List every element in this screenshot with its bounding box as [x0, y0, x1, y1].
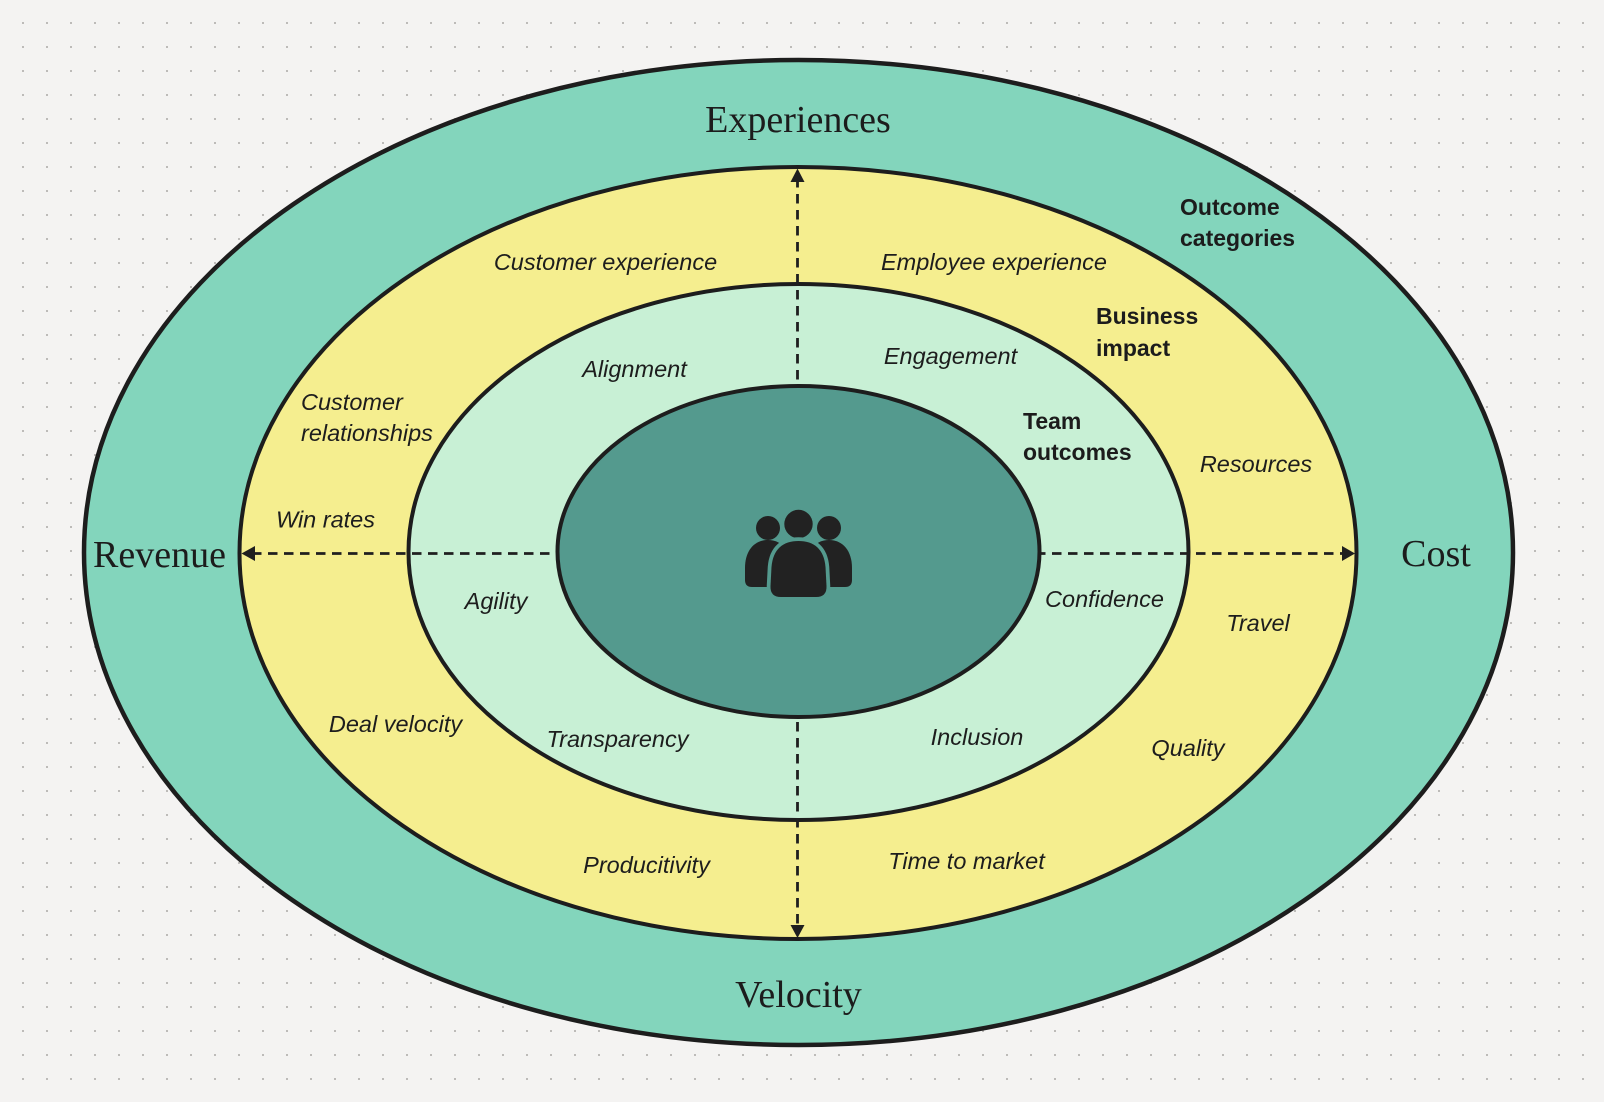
svg-text:relationships: relationships — [301, 420, 433, 446]
svg-text:Confidence: Confidence — [1045, 586, 1164, 612]
svg-text:Quality: Quality — [1151, 735, 1225, 761]
svg-text:Engagement: Engagement — [884, 343, 1019, 369]
svg-text:Customer experience: Customer experience — [494, 249, 717, 275]
svg-text:Producitivity: Producitivity — [583, 852, 711, 878]
svg-text:categories: categories — [1180, 225, 1295, 251]
svg-text:Travel: Travel — [1226, 610, 1290, 636]
svg-text:Team: Team — [1023, 408, 1081, 434]
svg-text:Alignment: Alignment — [580, 356, 688, 382]
svg-text:Revenue: Revenue — [93, 534, 226, 576]
svg-text:Business: Business — [1096, 303, 1198, 329]
svg-text:impact: impact — [1096, 335, 1170, 361]
svg-text:Inclusion: Inclusion — [931, 724, 1024, 750]
svg-text:Win rates: Win rates — [276, 507, 375, 533]
svg-text:Employee experience: Employee experience — [881, 249, 1107, 275]
svg-text:outcomes: outcomes — [1023, 439, 1132, 465]
svg-text:Time to market: Time to market — [888, 848, 1046, 874]
svg-text:Outcome: Outcome — [1180, 194, 1280, 220]
svg-text:Agility: Agility — [463, 588, 529, 614]
svg-text:Customer: Customer — [301, 389, 404, 415]
svg-text:Deal velocity: Deal velocity — [329, 711, 463, 737]
svg-text:Experiences: Experiences — [705, 99, 891, 141]
svg-text:Velocity: Velocity — [735, 974, 862, 1016]
svg-text:Transparency: Transparency — [547, 726, 690, 752]
svg-text:Resources: Resources — [1200, 451, 1313, 477]
svg-text:Cost: Cost — [1401, 533, 1471, 575]
